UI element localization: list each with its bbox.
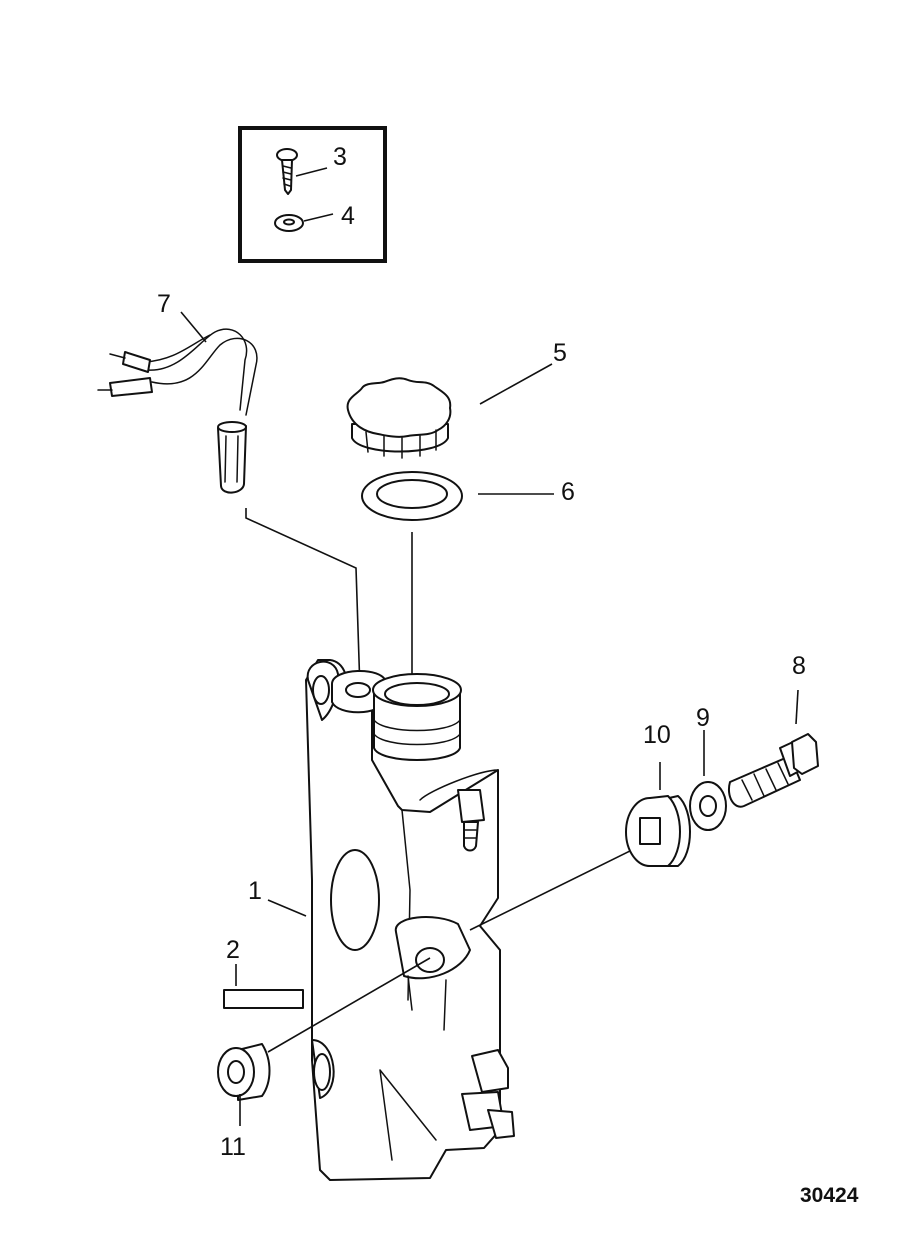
callout-5: 5 — [553, 339, 567, 367]
part-8-bolt — [728, 733, 819, 808]
callout-4: 4 — [341, 202, 355, 230]
part-4-washer — [274, 214, 304, 232]
callout-7: 7 — [157, 290, 171, 318]
inset-box-screw-washer: 3 4 — [238, 126, 387, 263]
part-3-screw — [276, 148, 298, 195]
callout-10: 10 — [643, 721, 671, 749]
callout-11: 11 — [220, 1133, 246, 1161]
callout-9: 9 — [696, 704, 710, 732]
callout-3: 3 — [333, 143, 347, 171]
part-11-bushing — [217, 1043, 271, 1101]
part-10-grommet — [625, 795, 691, 867]
figure-number: 30424 — [800, 1184, 859, 1207]
callout-8: 8 — [792, 652, 806, 680]
part-5-filler-cap — [346, 377, 452, 459]
callout-1: 1 — [248, 877, 262, 905]
part-1-oil-tank — [305, 659, 515, 1181]
callout-2: 2 — [226, 936, 240, 964]
part-7-level-sensor — [97, 328, 258, 494]
callout-6: 6 — [561, 478, 575, 506]
part-2-decal — [223, 989, 304, 1009]
part-6-gasket — [361, 471, 463, 521]
part-9-washer — [689, 781, 727, 831]
